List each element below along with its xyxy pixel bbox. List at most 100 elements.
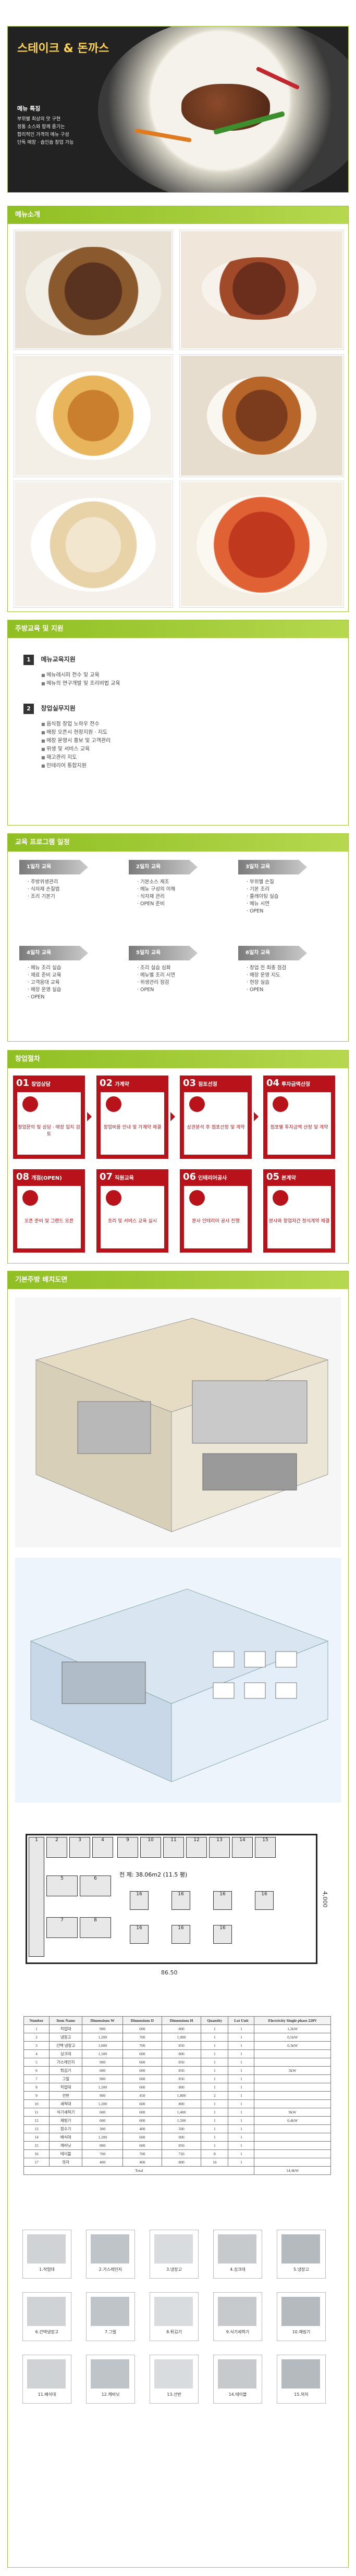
floor-plan-cell: 16 [255,1891,274,1910]
table-cell: 선반 [49,2091,83,2100]
floor-plan-cell: 16 [213,1891,232,1910]
floor-plan-cell: 11 [163,1837,184,1858]
table-cell: 1 [228,2066,255,2075]
program-item: 식자재 손질법 [28,886,59,893]
equipment-image [281,2297,320,2326]
program-item: 메뉴 구성의 이해 [137,886,175,893]
food-image [202,257,316,320]
equipment-card: 13.선반 [150,2355,199,2404]
table-cell: 1 [201,2041,229,2050]
equipment-card: 1.작업대 [22,2230,71,2279]
step-text: 점포별 투자금액 산정 및 계약 [270,1125,328,1130]
table-header: Dimensions H [161,2016,202,2025]
equipment-caption: 6.간택냉장고 [35,2330,59,2334]
floor-plan-cell: 1 [29,1837,44,1957]
step-icon [273,1190,288,1206]
program-item: OPEN 준비 [137,901,175,908]
program-item: 메뉴 시연 [247,901,279,908]
equipment-image [27,2359,66,2389]
table-cell: 1 [228,2158,255,2167]
menu-photo [180,481,343,607]
program-week: 3일차 교육 부위별 손질 기본 조리 플레이팅 실습 메뉴 시연 OPEN [238,860,332,918]
equipment-image [218,2234,256,2264]
program-week-list: 주방위생관리 식자재 손질법 조리 기본기 [28,879,60,901]
table-cell: 1 [201,2083,229,2092]
equipment-card: 11.배식대 [22,2355,71,2404]
step-icon [189,1190,205,1206]
table-cell: 14 [23,2133,50,2142]
table-cell: 1 [228,2099,255,2108]
table-cell: 1 [201,2058,229,2067]
section-title: 기본주방 배치도면 [8,1271,348,1289]
table-cell: 1,200 [82,2099,123,2108]
equipment-caption: 3.냉장고 [166,2267,182,2272]
table-cell: 1 [228,2149,255,2158]
table-cell: 싱크대 [49,2049,83,2058]
table-cell [254,2149,331,2158]
step-num-text: 03 [183,1078,197,1089]
table-cell [254,2049,331,2058]
table-cell: 500 [161,2124,202,2133]
table-cell [254,2158,331,2167]
table-cell: 300 [82,2124,123,2133]
step-num-text: 04 [266,1078,280,1089]
program-item: 메뉴 조리 실습 [28,965,61,972]
table-header: Number [23,2016,50,2025]
step-text: 본사와 창업자간 정식계약 체결 [268,1219,330,1224]
table-cell: 1,500 [82,2049,123,2058]
table-cell: 배식대 [49,2133,83,2142]
education-item: 2 창업실무지원 [23,704,76,714]
program-item: 주방위생관리 [28,879,60,886]
table-cell: 3kW [254,2066,331,2075]
program-week-tab: 4일차 교육 [19,946,88,960]
table-cell: 600 [82,2116,123,2125]
table-cell: 600 [122,2083,162,2092]
table-cell: 8 [23,2083,50,2092]
equipment-caption: 14.테이블 [228,2392,247,2397]
table-cell: 400 [122,2158,162,2167]
program-week-tab: 6일차 교육 [238,946,307,960]
table-cell: 1 [228,2033,255,2042]
table-cell: 가스레인지 [49,2058,83,2067]
floor-plan-cell: 8 [80,1917,111,1938]
table-cell: 1 [228,2116,255,2125]
table-header: Dimensions W [82,2016,123,2025]
equipment-caption: 11.배식대 [38,2392,56,2397]
table-cell: 1 [228,2133,255,2142]
table-cell: 1,900 [161,2033,202,2042]
floor-plan-cell: 10 [140,1837,161,1858]
table-cell: 테이블 [49,2149,83,2158]
table-cell: 1 [228,2091,255,2100]
step-text: 본사 인테리어 공사 진행 [192,1219,240,1224]
table-cell: 600 [122,2049,162,2058]
table-cell: 2 [23,2033,50,2042]
step-text: 오픈 준비 및 그랜드 오픈 [24,1219,74,1224]
table-cell: 제빙기 [49,2116,83,2125]
table-cell: 1 [201,2033,229,2042]
table-cell: 900 [82,2141,123,2150]
program-week-tab: 3일차 교육 [238,860,307,874]
program-item: OPEN [247,908,279,915]
table-cell: 정수기 [49,2124,83,2133]
kitchen-section: 기본주방 배치도면 [7,1271,349,2568]
equipment-card: 14.테이블 [213,2355,262,2404]
table-cell: 10 [23,2099,50,2108]
floor-plan-cell: 4 [92,1837,113,1858]
education-bullet: 매장 오픈시 현장지원 · 지도 [41,729,111,737]
table-cell: 1 [201,2124,229,2133]
equipment-card: 6.간택냉장고 [22,2292,71,2341]
menu-photo [180,355,343,477]
section-title: 교육 프로그램 일정 [8,834,348,852]
table-cell: 600 [122,2058,162,2067]
equipment-caption: 5.냉장고 [293,2267,309,2272]
table-cell: 1,200 [82,2133,123,2142]
equipment-image [91,2359,129,2389]
table-cell: 800 [161,2024,202,2033]
table-cell: 1 [228,2141,255,2150]
table-cell: 3 [23,2041,50,2050]
table-cell: 600 [122,2116,162,2125]
